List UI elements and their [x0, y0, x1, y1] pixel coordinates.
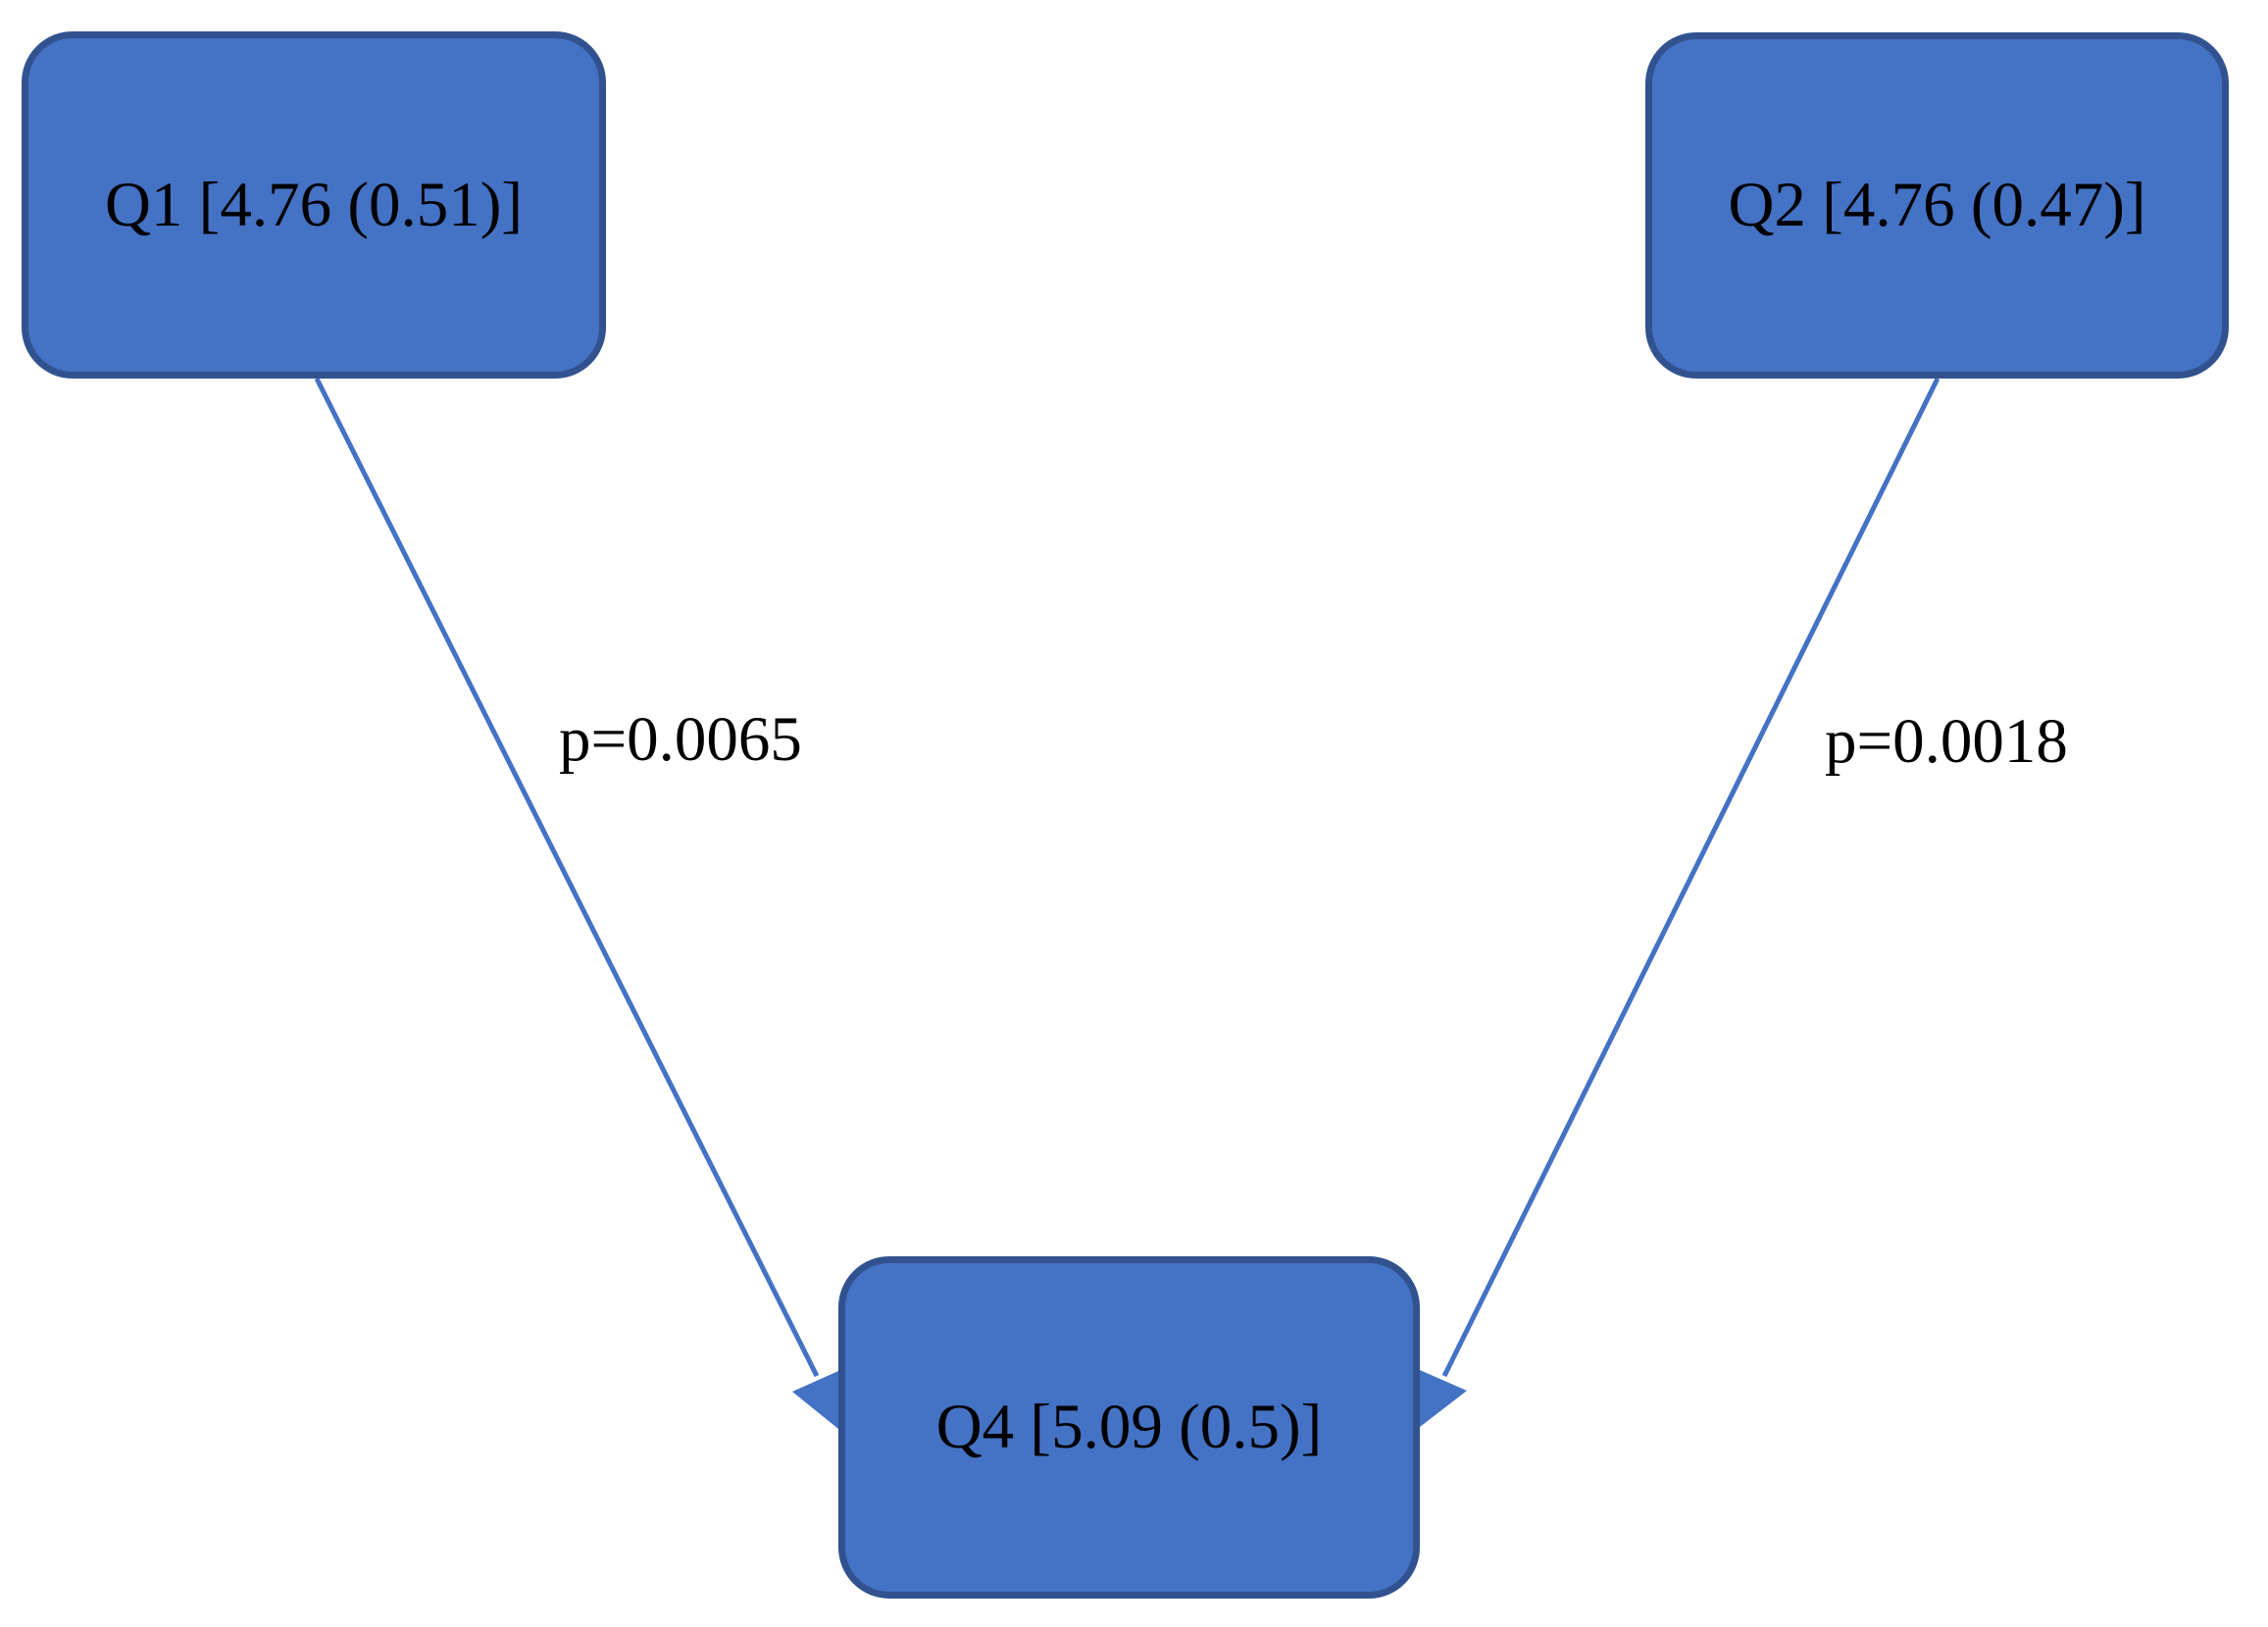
edge-label-q2-q4: p=0.0018 [1825, 706, 2068, 777]
node-q4-label: Q4 [5.09 (0.5)] [935, 1392, 1323, 1462]
node-q1-label: Q1 [4.76 (0.51)] [104, 169, 524, 240]
edge-label-q1-q4: p=0.0065 [559, 704, 802, 775]
connector-line-q1-q4 [314, 377, 820, 1378]
node-q2: Q2 [4.76 (0.47)] [1645, 32, 2229, 379]
node-q4: Q4 [5.09 (0.5)] [838, 1256, 1420, 1599]
node-q2-label: Q2 [4.76 (0.47)] [1728, 170, 2146, 240]
connector-line-q2-q4 [1441, 377, 1940, 1378]
node-q1: Q1 [4.76 (0.51)] [22, 31, 606, 379]
arrowhead-q2-q4-icon [1420, 1370, 1467, 1427]
arrowhead-q1-q4-icon [792, 1371, 838, 1429]
